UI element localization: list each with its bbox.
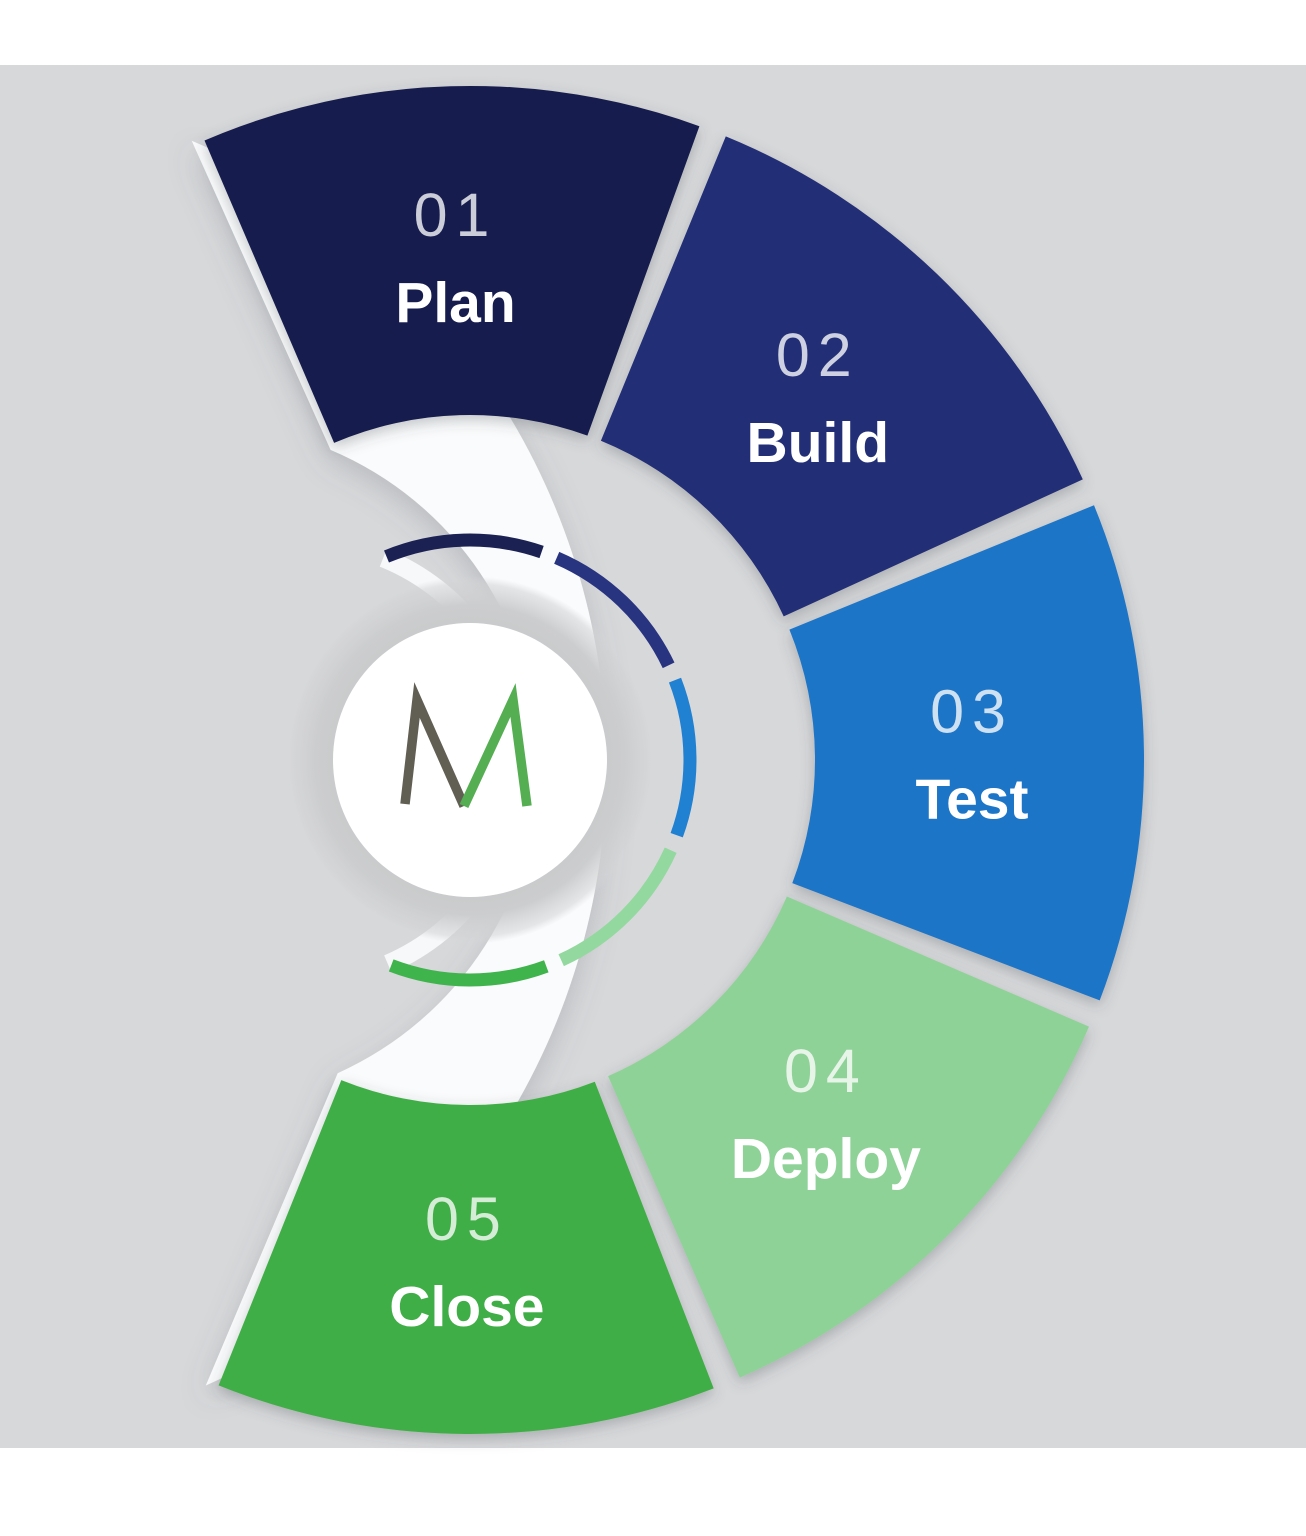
segment-test [789, 505, 1145, 1001]
ring-arc-deploy [558, 847, 677, 967]
step-label: Build [747, 411, 889, 475]
segment-plan [204, 85, 700, 443]
step-text-deploy: 04 Deploy [731, 1037, 921, 1191]
step-labels: 01 Plan 02 Build 03 Test 04 Deploy 05 Cl… [389, 181, 1028, 1339]
step-text-close: 05 Close [389, 1185, 544, 1339]
hub-circle [333, 623, 607, 897]
segment-build [600, 136, 1083, 617]
step-label: Plan [395, 271, 515, 335]
step-text-build: 02 Build [747, 321, 889, 475]
ring-arc-build [554, 551, 675, 669]
ring-arc-test [668, 677, 697, 838]
ring-arc-close [388, 959, 549, 987]
step-number: 05 [425, 1185, 509, 1253]
step-number: 01 [414, 181, 498, 249]
hub [286, 576, 654, 944]
step-text-plan: 01 Plan [395, 181, 515, 335]
step-number: 03 [930, 677, 1014, 745]
hub-progress-ring [384, 533, 697, 987]
step-label: Test [916, 767, 1029, 831]
segment-deploy [608, 896, 1089, 1378]
step-text-test: 03 Test [916, 677, 1029, 831]
process-segments [204, 85, 1145, 1435]
segment-close [218, 1080, 714, 1435]
ring-arc-plan [384, 533, 544, 563]
m-logo [400, 682, 532, 808]
step-number: 04 [784, 1037, 868, 1105]
step-number: 02 [776, 321, 860, 389]
step-label: Close [389, 1275, 544, 1339]
m-logo-left-stroke [400, 682, 469, 808]
step-label: Deploy [731, 1127, 921, 1191]
m-logo-right-stroke [459, 683, 532, 808]
segments-underlay [191, 140, 607, 1386]
